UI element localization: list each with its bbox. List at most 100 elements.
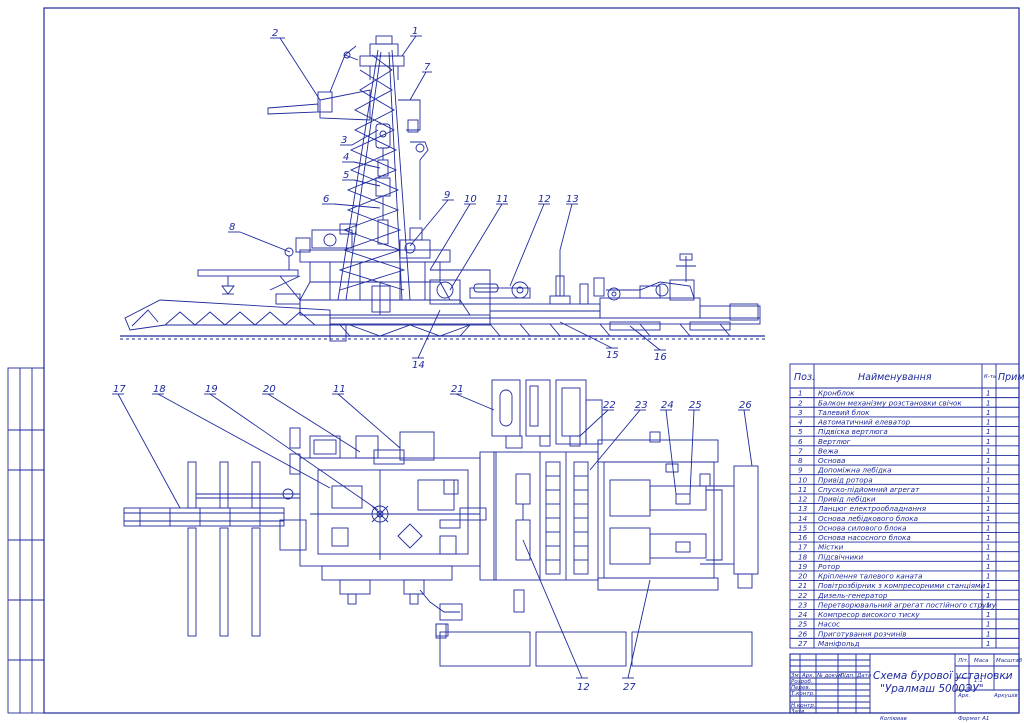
role-tcontrol: Т.контр. [791, 691, 815, 697]
lit-header: Літ. [957, 658, 969, 664]
table-cell-name: Містки [818, 543, 844, 552]
table-cell-pos: 2 [798, 398, 803, 407]
table-cell-pos: 1 [798, 389, 803, 398]
callout-10: 10 [464, 194, 477, 205]
table-cell-pos: 21 [798, 581, 807, 590]
table-cell-pos: 26 [798, 629, 808, 638]
table-cell-qty: 1 [986, 437, 991, 446]
table-cell-qty: 1 [986, 543, 991, 552]
table-cell-name: Кронблок [818, 389, 855, 398]
callout-numbers-top: 1 2 7 3 4 5 6 8 9 10 11 12 13 14 15 16 [229, 26, 667, 371]
sheet-label: Арк. [957, 693, 971, 699]
table-cell-qty: 1 [986, 495, 991, 504]
col-pos: Поз. [794, 372, 815, 383]
table-cell-pos: 11 [798, 485, 807, 494]
table-cell-name: Талевий блок [818, 408, 870, 417]
table-cell-pos: 15 [798, 523, 808, 532]
table-cell-qty: 1 [986, 485, 991, 494]
table-cell-qty: 1 [986, 591, 991, 600]
table-cell-qty: 1 [986, 552, 991, 561]
table-cell-name: Насос [818, 620, 840, 629]
table-cell-pos: 8 [798, 456, 803, 465]
role-checked: Перев. [791, 685, 811, 691]
callout-9: 9 [444, 190, 450, 201]
table-cell-qty: 1 [986, 408, 991, 417]
table-cell-qty: 1 [986, 523, 991, 532]
sheet-border [43, 7, 1020, 714]
table-cell-name: Основа лебідкового блока [818, 514, 918, 523]
callout-6: 6 [323, 194, 329, 205]
table-cell-qty: 1 [986, 581, 991, 590]
table-cell-qty: 1 [986, 504, 991, 513]
callout-18: 18 [153, 384, 166, 395]
table-cell-qty: 1 [986, 610, 991, 619]
table-cell-name: Приготування розчинів [818, 629, 907, 638]
scale-header: Масштаб [996, 658, 1023, 664]
col-name: Найменування [858, 372, 932, 383]
table-cell-qty: 1 [986, 562, 991, 571]
callout-12-plan: 12 [577, 682, 590, 693]
table-cell-name: Кріплення талевого каната [818, 572, 923, 581]
elevation-view [120, 35, 765, 359]
head-zm: Зм. [791, 673, 801, 679]
table-cell-pos: 23 [798, 600, 808, 609]
table-cell-pos: 20 [798, 572, 808, 581]
table-cell-name: Маніфольд [818, 639, 860, 648]
head-date: Дата [856, 673, 872, 679]
table-cell-pos: 3 [798, 408, 803, 417]
table-cell-name: Допоміжна лебідка [817, 466, 892, 475]
role-developed: Розроб. [791, 679, 813, 685]
table-cell-name: Привід лебідки [818, 495, 876, 504]
table-cell-qty: 1 [986, 600, 991, 609]
table-cell-name: Основа насосного блока [818, 533, 911, 542]
title-block-grid [789, 653, 1020, 714]
table-cell-name: Балкон механізму розстановки свічок [818, 398, 962, 407]
table-cell-qty: 1 [986, 456, 991, 465]
table-cell-pos: 10 [798, 475, 808, 484]
mass-header: Маса [974, 658, 989, 664]
callout-4: 4 [343, 152, 349, 163]
table-cell-name: Вежа [818, 446, 838, 455]
table-cell-pos: 9 [798, 466, 803, 475]
table-cell-qty: 1 [986, 475, 991, 484]
table-cell-name: Основа [818, 456, 845, 465]
table-cell-name: Повітрозбірник з компресорними станціями [818, 581, 985, 590]
table-cell-qty: 1 [986, 514, 991, 523]
table-cell-name: Підвіска вертлюга [818, 427, 888, 436]
table-cell-pos: 14 [798, 514, 808, 523]
head-doc: № докум. [816, 673, 844, 679]
table-cell-pos: 18 [798, 552, 808, 561]
callout-12: 12 [538, 194, 551, 205]
callout-5: 5 [343, 170, 349, 181]
head-sign: Підп. [840, 673, 855, 679]
table-cell-qty: 1 [986, 466, 991, 475]
table-cell-qty: 1 [986, 639, 991, 648]
callout-26: 26 [739, 400, 752, 411]
table-cell-qty: 1 [986, 427, 991, 436]
callout-21: 21 [451, 384, 464, 395]
table-cell-qty: 1 [986, 389, 991, 398]
table-cell-name: Перетворювальний агрегат постійного стру… [818, 600, 997, 609]
callout-24: 24 [661, 400, 674, 411]
callout-15: 15 [606, 350, 619, 361]
col-note: Прим. [998, 372, 1024, 383]
table-cell-pos: 19 [798, 562, 808, 571]
table-cell-qty: 1 [986, 620, 991, 629]
table-cell-pos: 7 [798, 446, 803, 455]
callout-13: 13 [566, 194, 579, 205]
col-qty: К-ть [984, 374, 996, 380]
callout-25: 25 [689, 400, 702, 411]
sheets-label: Аркушів [993, 693, 1018, 699]
mass-value: - [1004, 673, 1008, 684]
table-cell-pos: 6 [798, 437, 803, 446]
table-cell-pos: 5 [798, 427, 803, 436]
table-cell-qty: 1 [986, 446, 991, 455]
table-cell-pos: 22 [798, 591, 808, 600]
callout-17: 17 [113, 384, 126, 395]
table-cell-pos: 24 [798, 610, 808, 619]
table-cell-name: Підсвічники [818, 552, 864, 561]
table-cell-pos: 12 [798, 495, 808, 504]
drawing-title-line1: Схема бурової установки [873, 670, 1013, 682]
